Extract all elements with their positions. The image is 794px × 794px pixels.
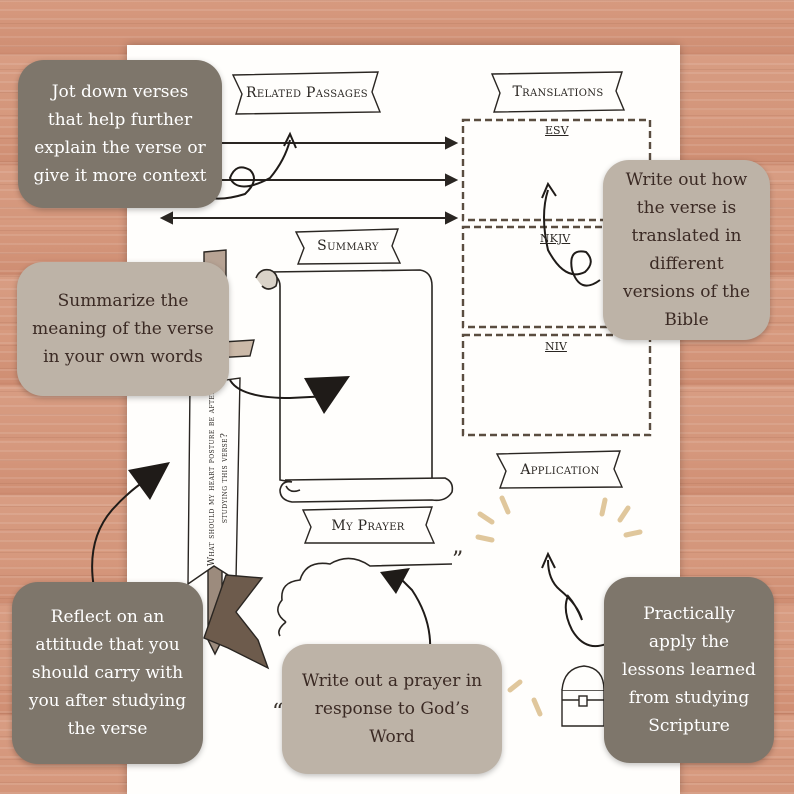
- ribbon-related-passages-label: Related Passages: [246, 85, 368, 101]
- ribbon-application: [495, 450, 624, 489]
- prayer-open-quote: “: [272, 700, 284, 725]
- sword-prompt: What should my heart posture be after st…: [207, 389, 230, 567]
- ribbon-my-prayer: [301, 506, 436, 544]
- callout-reflect: Reflect on an attitude that you should c…: [12, 582, 203, 764]
- callout-prayer: Write out a prayer in response to God’s …: [282, 644, 502, 774]
- ribbon-summary: [294, 228, 402, 265]
- translation-box-niv-label: NIV: [545, 340, 567, 353]
- ribbon-summary-label: Summary: [317, 238, 379, 254]
- arrowheads: [128, 376, 410, 594]
- pointer-arrows: [91, 131, 607, 653]
- callout-translations: Write out how the verse is translated in…: [603, 160, 770, 340]
- ribbon-my-prayer-label: My Prayer: [331, 518, 405, 534]
- related-passage-lines: [159, 136, 459, 225]
- prayer-close-quote: ”: [452, 548, 464, 573]
- ribbon-translations-label: Translations: [512, 84, 604, 100]
- callout-related-passages: Jot down verses that help further explai…: [18, 60, 222, 208]
- summary-scroll: [255, 268, 454, 503]
- ribbon-translations: [490, 71, 626, 113]
- callout-summary: Summarize the meaning of the verse in yo…: [17, 262, 229, 396]
- callout-application: Practically apply the lessons learned fr…: [604, 577, 774, 763]
- translation-box-esv-label: ESV: [545, 124, 569, 137]
- application-sunburst: [475, 495, 643, 717]
- translation-box-nkjv-label: NKJV: [540, 232, 571, 245]
- ribbon-application-label: Application: [520, 462, 600, 478]
- ribbon-related-passages: [231, 71, 382, 115]
- prayer-cloud: [277, 557, 453, 637]
- treasure-chest: [561, 665, 605, 727]
